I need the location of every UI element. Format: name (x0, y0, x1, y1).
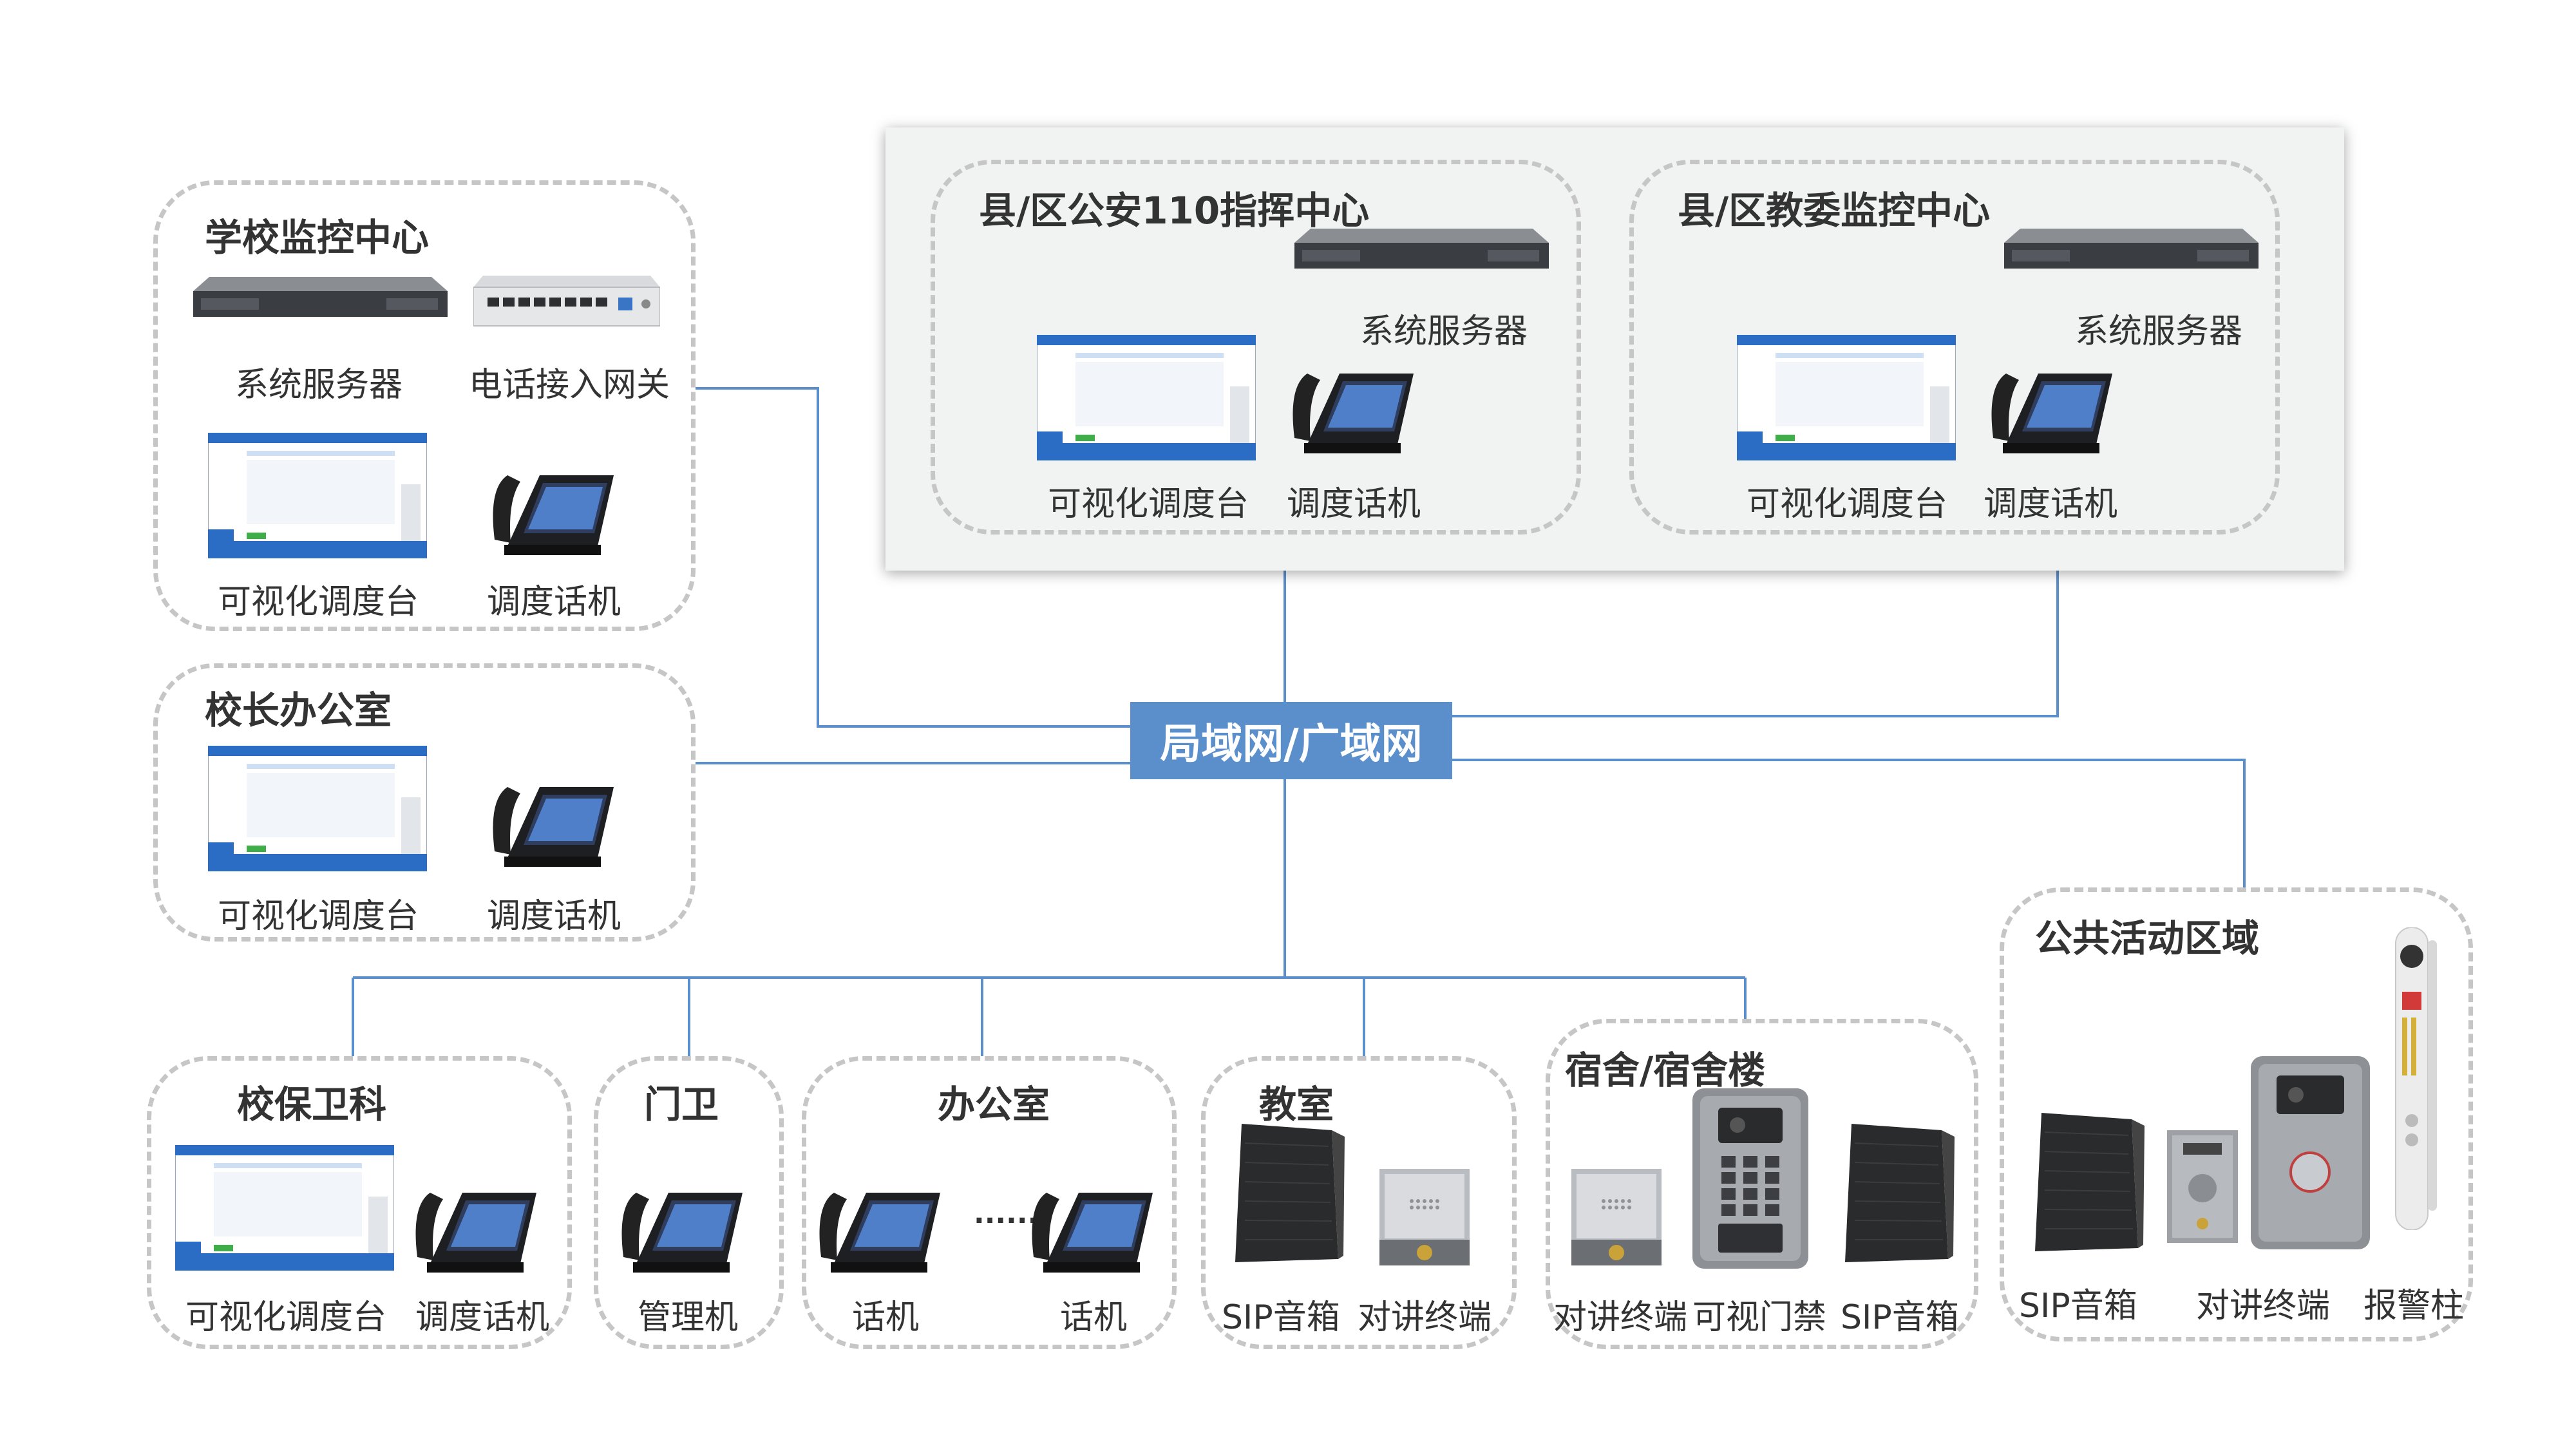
group-principal-office (153, 663, 696, 942)
console-label: 可视化调度台 (1048, 485, 1249, 524)
sip-speaker-icon (1235, 1124, 1345, 1262)
video-door-access-icon (1692, 1088, 1808, 1269)
console-label: 可视化调度台 (218, 897, 419, 936)
sip-speaker-label: SIP音箱 (1841, 1298, 1959, 1337)
dispatch-console-icon (1037, 335, 1256, 460)
dorm-title: 宿舍/宿舍楼 (1565, 1048, 1766, 1092)
gateway-label: 电话接入网关 (469, 366, 670, 404)
console-label: 可视化调度台 (218, 583, 419, 621)
intercom-terminal-icon (1571, 1169, 1662, 1265)
group-dormitory (1546, 1019, 1978, 1349)
alarm-column-label: 报警柱 (2363, 1287, 2465, 1325)
dispatch-phone-icon (493, 475, 614, 555)
dispatch-console-icon (208, 746, 427, 871)
group-school-monitoring-center (153, 180, 696, 631)
network-label: 局域网/广域网 (1160, 721, 1423, 768)
server-icon (193, 277, 448, 317)
phone-label: 调度话机 (415, 1298, 550, 1337)
phone-icon (1032, 1193, 1153, 1273)
sip-speaker-label: SIP音箱 (1222, 1298, 1340, 1337)
server-icon (2004, 229, 2259, 269)
dispatch-phone-icon (1293, 374, 1414, 453)
server-label: 系统服务器 (235, 366, 403, 404)
intercom-terminal-icon (2167, 1130, 2238, 1243)
gateway-icon (473, 276, 660, 327)
phone-icon (819, 1193, 940, 1273)
phone-label: 调度话机 (1287, 485, 1421, 524)
phone-label: 调度话机 (487, 583, 621, 621)
alarm-column-icon (2395, 927, 2437, 1230)
network-node: 局域网/广域网 (1130, 702, 1452, 779)
intercom-terminal-icon (1379, 1169, 1470, 1265)
dispatch-console-icon (175, 1145, 394, 1271)
dispatch-phone-icon (415, 1193, 536, 1273)
dispatch-phone-icon (1991, 374, 2112, 453)
phone-label: 话机 (1060, 1298, 1128, 1337)
server-label: 系统服务器 (1360, 312, 1528, 351)
group-gate (594, 1056, 784, 1349)
management-phone-label: 管理机 (638, 1298, 739, 1337)
phone-label: 话机 (852, 1298, 920, 1337)
sip-speaker-label: SIP音箱 (2019, 1287, 2137, 1325)
console-label: 可视化调度台 (185, 1298, 387, 1337)
intercom-label: 对讲终端 (2196, 1287, 2331, 1325)
school-center-title: 学校监控中心 (205, 216, 430, 260)
server-label: 系统服务器 (2075, 312, 2243, 351)
security-title: 校保卫科 (237, 1083, 387, 1126)
server-icon (1294, 229, 1549, 269)
dispatch-phone-icon (493, 787, 614, 867)
video-door-label: 可视门禁 (1692, 1298, 1827, 1337)
office-title: 办公室 (938, 1083, 1050, 1126)
principal-office-title: 校长办公室 (205, 688, 392, 732)
console-label: 可视化调度台 (1747, 485, 1948, 524)
video-door-access-icon (2251, 1056, 2370, 1249)
classroom-title: 教室 (1259, 1083, 1334, 1126)
group-classroom (1201, 1056, 1517, 1349)
police-center-title: 县/区公安110指挥中心 (979, 189, 1370, 232)
dispatch-console-icon (208, 433, 427, 558)
gate-title: 门卫 (644, 1083, 719, 1126)
management-phone-icon (621, 1193, 743, 1273)
group-police-command-center (931, 160, 1581, 535)
dispatch-console-icon (1737, 335, 1956, 460)
group-security-department (147, 1056, 572, 1349)
edu-center-title: 县/区教委监控中心 (1678, 189, 1991, 232)
public-area-title: 公共活动区域 (2035, 916, 2260, 960)
group-public-area (2000, 887, 2473, 1341)
group-education-center (1629, 160, 2280, 535)
intercom-label: 对讲终端 (1358, 1298, 1492, 1337)
sip-speaker-icon (2035, 1113, 2145, 1251)
group-office (802, 1056, 1177, 1349)
ellipsis-dots: ······ (974, 1204, 1039, 1237)
sip-speaker-icon (1845, 1124, 1955, 1262)
phone-label: 调度话机 (487, 897, 621, 936)
intercom-label: 对讲终端 (1553, 1298, 1688, 1337)
phone-label: 调度话机 (1984, 485, 2118, 524)
